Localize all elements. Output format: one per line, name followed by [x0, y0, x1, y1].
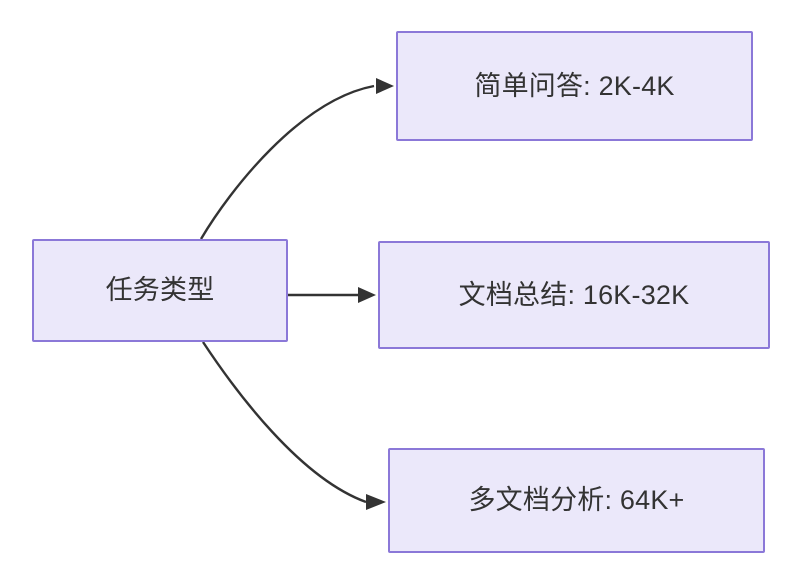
edge-source-to-simple-qa	[199, 78, 394, 240]
node-simple-qa-label: 简单问答: 2K-4K	[474, 70, 675, 101]
node-multi-doc-label: 多文档分析: 64K+	[468, 485, 685, 516]
edge-source-to-simple-qa-path	[199, 84, 375, 240]
node-simple-qa[interactable]: 简单问答: 2K-4K	[396, 31, 753, 141]
node-doc-summary-label: 文档总结: 16K-32K	[458, 279, 690, 310]
node-task-type-label: 任务类型	[105, 275, 215, 306]
edge-source-to-doc-summary	[288, 287, 376, 303]
node-task-type[interactable]: 任务类型	[32, 239, 288, 342]
edge-source-to-doc-summary-arrowhead	[358, 287, 376, 303]
edge-source-to-multi-doc	[201, 341, 386, 510]
node-doc-summary[interactable]: 文档总结: 16K-32K	[378, 241, 770, 349]
edge-source-to-multi-doc-path	[201, 341, 367, 504]
edge-source-to-multi-doc-arrowhead	[366, 494, 386, 510]
edge-source-to-simple-qa-arrowhead	[376, 78, 394, 94]
node-multi-doc[interactable]: 多文档分析: 64K+	[388, 448, 765, 553]
